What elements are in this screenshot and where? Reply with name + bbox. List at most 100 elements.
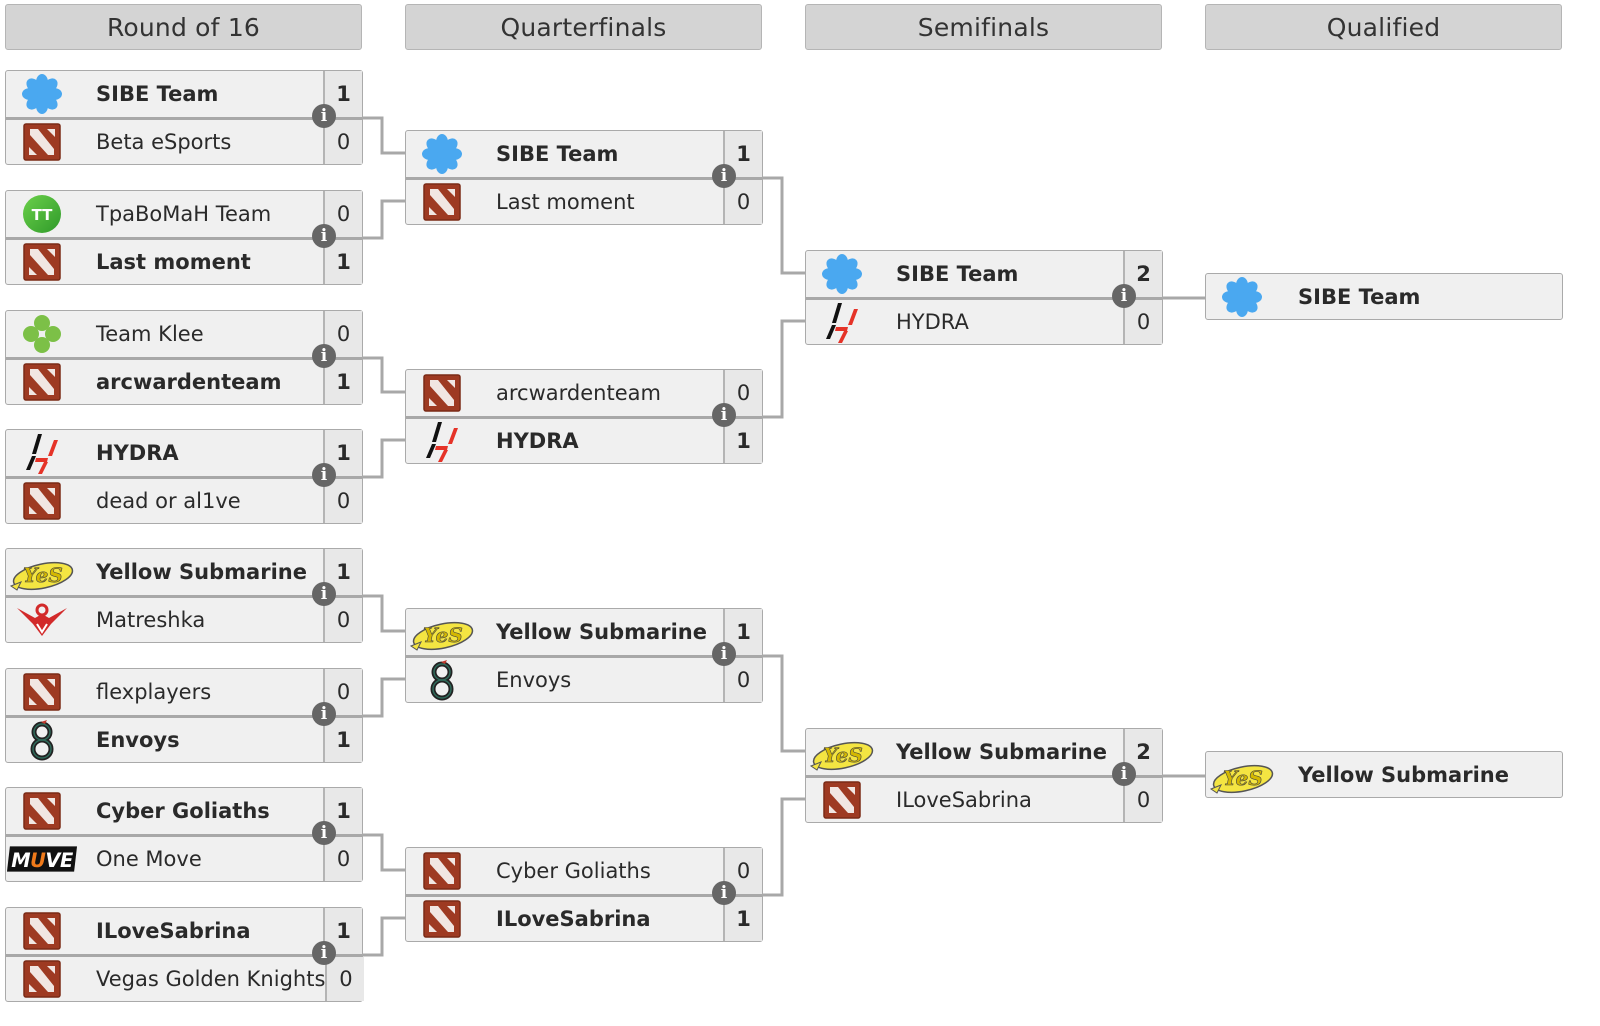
qualified-team[interactable]: YeS Yellow Submarine: [1205, 751, 1563, 798]
team-name[interactable]: arcwardenteam: [96, 370, 282, 394]
hydra-logo-wrapper: [806, 299, 878, 345]
team-name[interactable]: ILoveSabrina: [896, 788, 1032, 812]
team-score: 0: [723, 180, 762, 224]
match-info-icon[interactable]: i: [312, 821, 336, 845]
hydra-logo-icon: [426, 422, 458, 462]
team-name[interactable]: HYDRA: [496, 429, 579, 453]
dota-logo-wrapper: [6, 788, 78, 834]
team-name[interactable]: Envoys: [96, 728, 180, 752]
team-score: 1: [323, 360, 362, 404]
team-name[interactable]: One Move: [96, 847, 202, 871]
team-name[interactable]: arcwardenteam: [496, 381, 661, 405]
sibe-logo-wrapper: [1206, 274, 1278, 320]
match-info-icon[interactable]: i: [312, 582, 336, 606]
team-row[interactable]: arcwardenteam 1: [6, 357, 362, 404]
match-info-icon[interactable]: i: [312, 702, 336, 726]
team-name[interactable]: Cyber Goliaths: [496, 859, 651, 883]
dota-logo-wrapper: [406, 848, 478, 894]
team-name[interactable]: Team Klee: [96, 322, 204, 346]
team-name[interactable]: Envoys: [496, 668, 572, 692]
team-name[interactable]: Last moment: [496, 190, 635, 214]
match-info-icon[interactable]: i: [712, 881, 736, 905]
qf-to-sf-connector: [763, 654, 805, 753]
match-info-icon[interactable]: i: [712, 403, 736, 427]
team-name[interactable]: Beta eSports: [96, 130, 232, 154]
team-name[interactable]: Cyber Goliaths: [96, 799, 270, 823]
team-score: 0: [325, 957, 365, 1001]
team-score: 0: [323, 120, 362, 164]
yes-logo-icon: YeS: [9, 561, 74, 591]
match-info-icon[interactable]: i: [1112, 284, 1136, 308]
dota-logo-icon: [23, 243, 61, 281]
match-info-icon[interactable]: i: [1112, 762, 1136, 786]
match-info-icon[interactable]: i: [312, 104, 336, 128]
team-name[interactable]: HYDRA: [96, 441, 179, 465]
team-name[interactable]: Yellow Submarine: [496, 620, 707, 644]
yes-logo-icon: YeS: [1209, 764, 1274, 794]
team-name[interactable]: SIBE Team: [496, 142, 619, 166]
team-name[interactable]: Yellow Submarine: [96, 560, 307, 584]
match-info-icon[interactable]: i: [712, 642, 736, 666]
qualified-team-name[interactable]: Yellow Submarine: [1298, 762, 1509, 787]
match-info-icon[interactable]: i: [312, 463, 336, 487]
team-name[interactable]: ILoveSabrina: [96, 919, 251, 943]
qualified-team-name[interactable]: SIBE Team: [1298, 284, 1421, 309]
team-name[interactable]: Yellow Submarine: [896, 740, 1107, 764]
svg-text:TT: TT: [32, 206, 54, 224]
team-row[interactable]: Last moment 0: [406, 177, 762, 224]
dota-logo-icon: [23, 673, 61, 711]
team-name[interactable]: dead or al1ve: [96, 489, 241, 513]
match-info-icon[interactable]: i: [712, 164, 736, 188]
sibe-logo-icon: [1222, 276, 1262, 317]
match-info-icon[interactable]: i: [312, 224, 336, 248]
team-name[interactable]: SIBE Team: [96, 82, 219, 106]
qf-to-sf-connector: [763, 319, 805, 419]
team-name[interactable]: SIBE Team: [896, 262, 1019, 286]
team-name[interactable]: flexplayers: [96, 680, 212, 704]
qualified-team[interactable]: SIBE Team: [1205, 273, 1563, 320]
match-info-icon[interactable]: i: [312, 941, 336, 965]
dota-logo-icon: [23, 123, 61, 161]
r16-to-qf-connector: [363, 356, 405, 394]
match-info-icon[interactable]: i: [312, 344, 336, 368]
dota-logo-wrapper: [6, 669, 78, 715]
r16-to-qf-connector: [363, 594, 405, 633]
team-row[interactable]: Beta eSports 0: [6, 117, 362, 164]
yes-logo-icon: YeS: [809, 741, 874, 771]
team-name[interactable]: TpaBoMaH Team: [96, 202, 272, 226]
yes-logo-wrapper: YeS: [6, 549, 78, 595]
team-name[interactable]: HYDRA: [896, 310, 969, 334]
matreshka-logo-wrapper: [6, 597, 78, 643]
team-name[interactable]: ILoveSabrina: [496, 907, 651, 931]
team-name[interactable]: Last moment: [96, 250, 251, 274]
team-name[interactable]: Vegas Golden Knights: [96, 967, 326, 991]
team-name[interactable]: Matreshka: [96, 608, 206, 632]
